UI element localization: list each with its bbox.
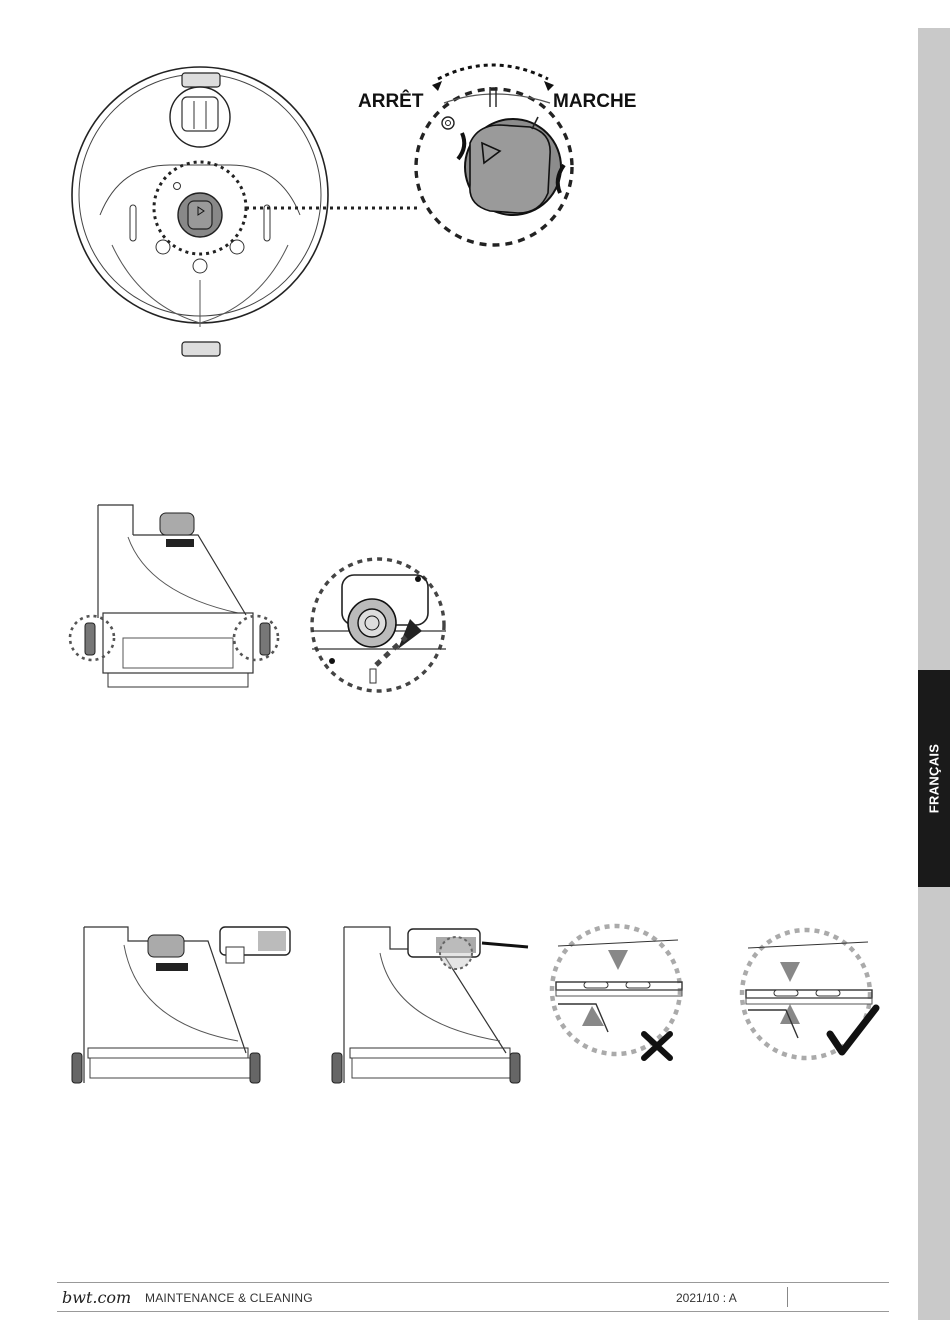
footer-separator — [787, 1287, 788, 1307]
side-tab-label: FRANÇAIS — [927, 744, 942, 814]
figure-side-view-wheels — [68, 503, 283, 698]
figure-alignment-wrong — [548, 922, 688, 1062]
footer-bottom-rule — [57, 1311, 889, 1312]
figure-alignment-correct — [738, 922, 880, 1064]
figure-top-view-knob: ARRÊT MARCHE — [60, 55, 680, 375]
figure-wheel-zoom — [306, 557, 450, 697]
footer-date-revision: 2021/10 : A — [676, 1291, 737, 1305]
figure-power-block-attached — [330, 923, 530, 1093]
figure-power-block-separated — [68, 923, 298, 1093]
footer-logo: bwt.com — [62, 1288, 131, 1307]
side-tab-label-wrap: FRANÇAIS — [918, 670, 950, 887]
label-off: ARRÊT — [358, 90, 424, 112]
side-tab-strip-bottom — [918, 887, 950, 1320]
label-on: MARCHE — [553, 91, 636, 112]
footer-top-rule — [57, 1282, 889, 1283]
side-tab-strip-top — [918, 28, 950, 670]
footer-section-title: MAINTENANCE & CLEANING — [145, 1291, 313, 1305]
